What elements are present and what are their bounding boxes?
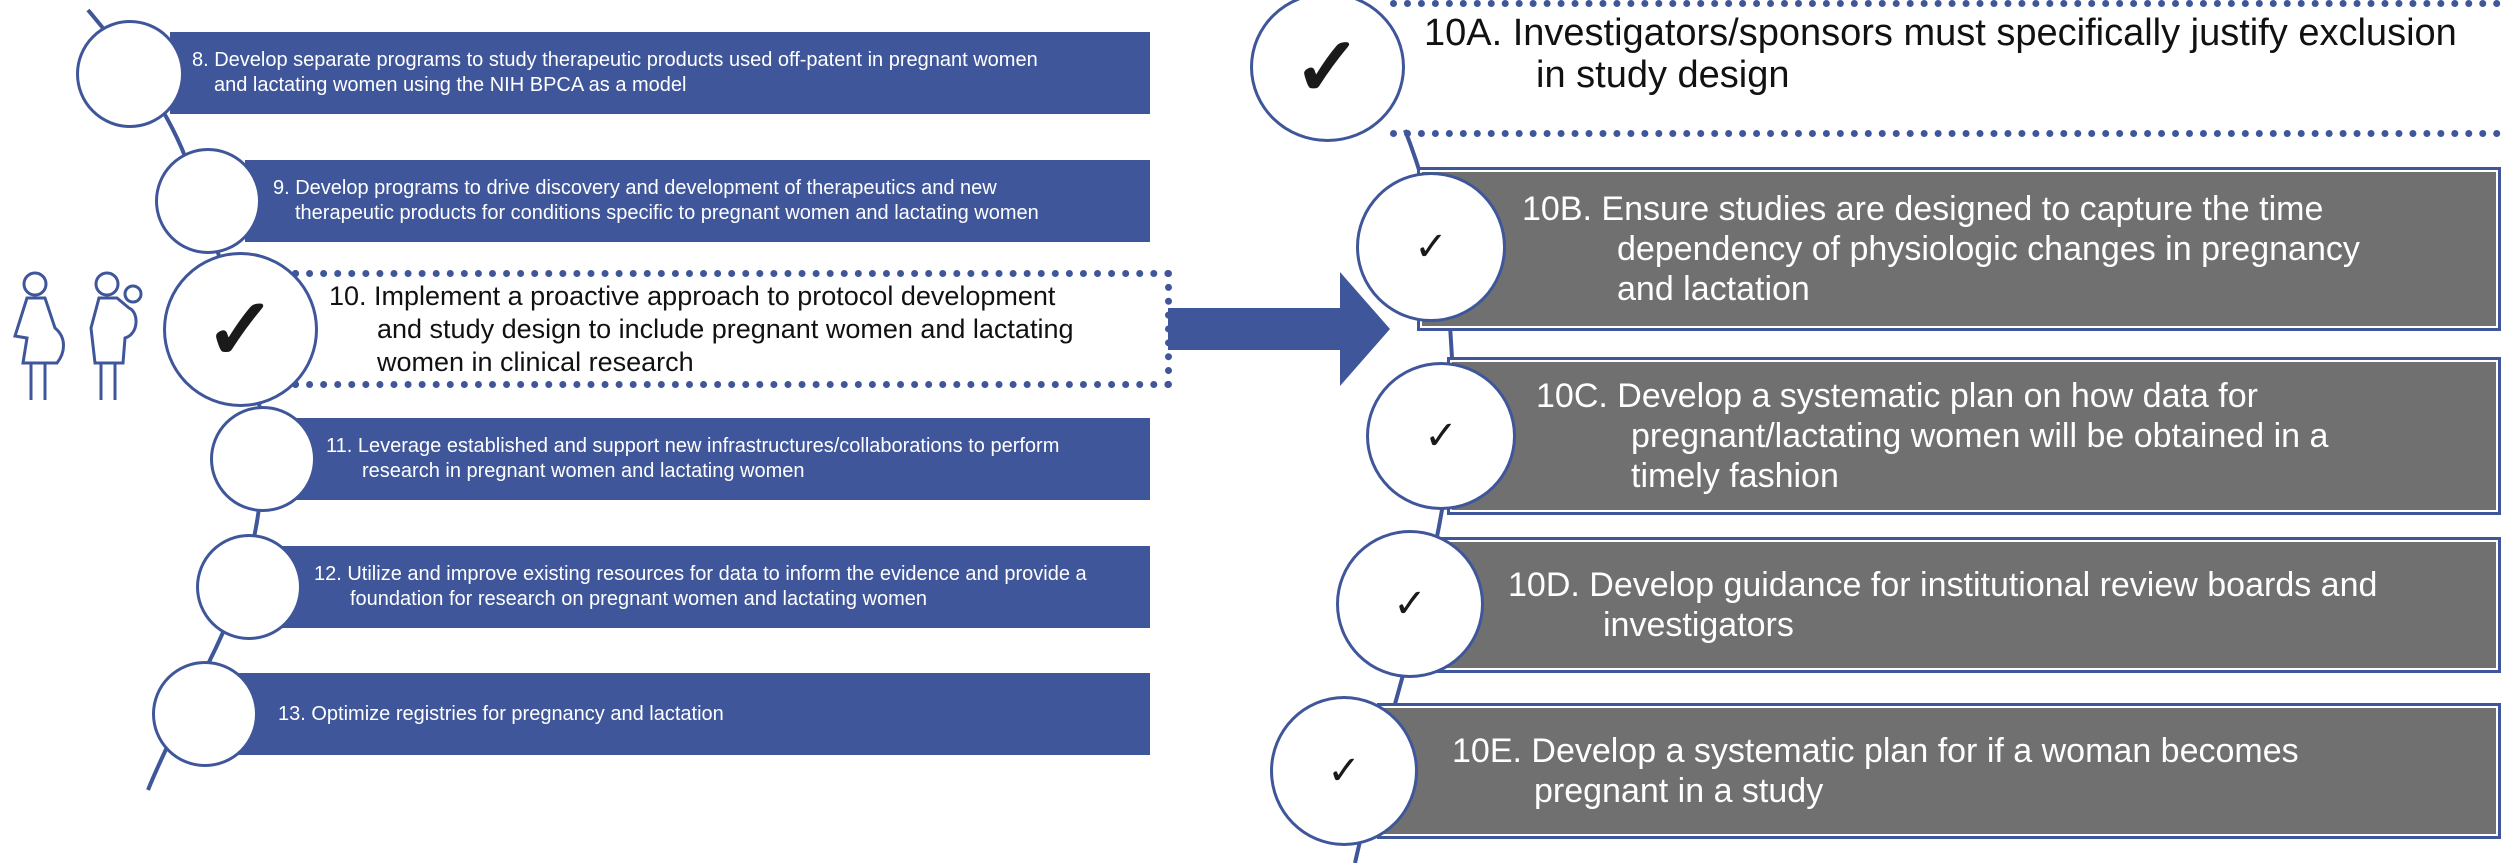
sub-10E-check-circle: ✓ (1270, 696, 1418, 846)
sub-10A-line1: 10A. Investigators/sponsors must specifi… (1424, 12, 2457, 54)
sub-item-10D: 10D. Develop guidance for institutional … (1427, 537, 2501, 673)
sub-10A-line2: in study design (1536, 54, 1790, 96)
sub-10C-line3: timely fashion (1631, 457, 1839, 495)
arrow-right-icon (1168, 272, 1390, 386)
highlight-line3: women in clinical research (377, 346, 694, 377)
sub-10B-line1: 10B. Ensure studies are designed to capt… (1522, 190, 2324, 228)
item-12-line1: 12. Utilize and improve existing resourc… (314, 563, 1087, 585)
dotted-divider (1390, 130, 2501, 137)
check-icon: ✓ (1327, 749, 1361, 793)
item-12-line2: foundation for research on pregnant wome… (350, 588, 928, 610)
item-12-circle (196, 534, 302, 640)
sub-10A-check-circle: ✓ (1250, 0, 1405, 142)
top-dotted-border (1390, 0, 2501, 7)
highlight-line1: 10. Implement a proactive approach to pr… (329, 280, 1056, 311)
list-item-13: 13. Optimize registries for pregnancy an… (230, 673, 1150, 755)
mother-with-child-icon (89, 271, 143, 400)
sub-item-10C: 10C. Develop a systematic plan on how da… (1447, 357, 2501, 515)
sub-10D-check-circle: ✓ (1336, 530, 1484, 678)
item-8-circle (76, 20, 184, 128)
check-icon: ✓ (1424, 414, 1458, 458)
item-11-line1: 11. Leverage established and support new… (326, 435, 1060, 457)
check-icon: ✓ (1414, 225, 1448, 269)
list-item-9: 9. Develop programs to drive discovery a… (245, 160, 1150, 242)
sub-10C-line2: pregnant/lactating women will be obtaine… (1631, 417, 2329, 455)
highlight-item-10: 10. Implement a proactive approach to pr… (292, 270, 1172, 388)
pregnant-woman-icon (13, 271, 65, 400)
sub-10B-line2: dependency of physiologic changes in pre… (1617, 230, 2360, 268)
sub-10C-line1: 10C. Develop a systematic plan on how da… (1536, 377, 2258, 415)
list-item-11: 11. Leverage established and support new… (290, 418, 1150, 500)
sub-10D-line1: 10D. Develop guidance for institutional … (1508, 566, 2378, 604)
highlight-line2: and study design to include pregnant wom… (377, 313, 1074, 344)
item-13-line1: 13. Optimize registries for pregnancy an… (278, 702, 724, 725)
list-item-12: 12. Utilize and improve existing resourc… (280, 546, 1150, 628)
sub-10B-check-circle: ✓ (1356, 172, 1506, 322)
item-11-circle (210, 406, 316, 512)
list-item-8: 8. Develop separate programs to study th… (170, 32, 1150, 114)
item-13-circle (152, 661, 258, 767)
sub-10D-line2: investigators (1603, 606, 1794, 644)
item-9-line2: therapeutic products for conditions spec… (295, 202, 1039, 224)
sub-10E-line2: pregnant in a study (1534, 772, 1824, 810)
item-8-line2: and lactating women using the NIH BPCA a… (214, 74, 687, 96)
check-icon: ✓ (204, 281, 277, 378)
highlight-check-circle: ✓ (163, 252, 318, 407)
item-9-circle (155, 148, 261, 254)
sub-10E-line1: 10E. Develop a systematic plan for if a … (1452, 732, 2299, 770)
item-8-line1: 8. Develop separate programs to study th… (192, 49, 1038, 71)
sub-10B-line3: and lactation (1617, 270, 1810, 308)
check-icon: ✓ (1293, 21, 1362, 113)
women-icons (13, 271, 143, 400)
sub-item-10B: 10B. Ensure studies are designed to capt… (1417, 167, 2501, 331)
item-11-line2: research in pregnant women and lactating… (362, 460, 805, 482)
check-icon: ✓ (1393, 582, 1427, 626)
sub-10C-check-circle: ✓ (1366, 362, 1516, 510)
item-9-line1: 9. Develop programs to drive discovery a… (273, 177, 997, 199)
sub-item-10A: 10A. Investigators/sponsors must specifi… (1408, 12, 2498, 124)
sub-item-10E: 10E. Develop a systematic plan for if a … (1377, 703, 2501, 839)
